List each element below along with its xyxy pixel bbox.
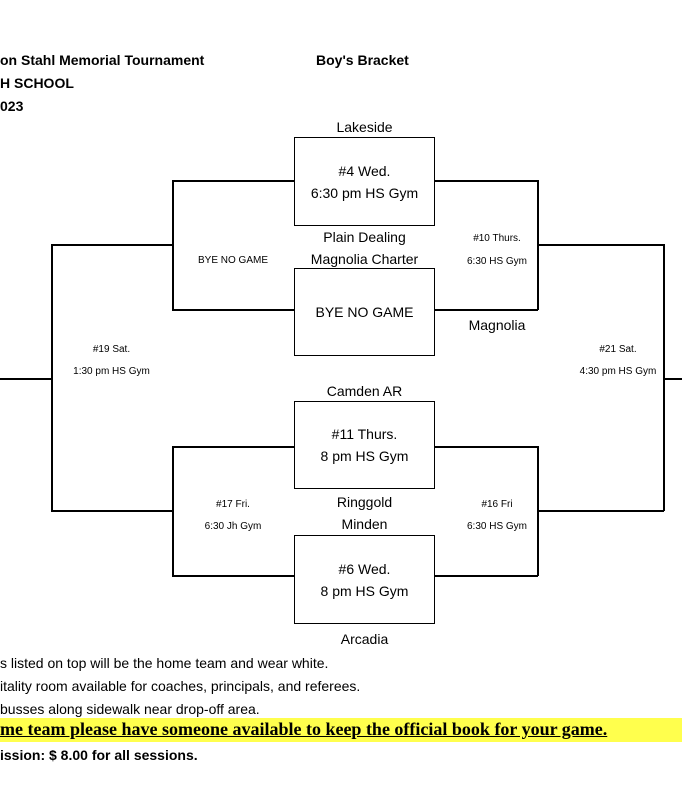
game-16-location: 6:30 HS Gym: [466, 521, 528, 532]
game-19-label: #19 Sat.: [92, 344, 131, 355]
team-camden: Camden AR: [326, 383, 403, 399]
game-6-box: #6 Wed. 8 pm HS Gym: [294, 535, 435, 624]
team-minden: Minden: [341, 516, 388, 532]
tournament-year: 023: [0, 98, 24, 114]
team-arcadia: Arcadia: [340, 631, 389, 647]
game-21-location: 4:30 pm HS Gym: [579, 366, 657, 377]
note-admission: ission: $ 8.00 for all sessions.: [0, 747, 198, 763]
team-magnolia-charter: Magnolia Charter: [310, 251, 419, 267]
note-home-team: s listed on top will be the home team an…: [0, 655, 329, 671]
official-book-note: me team please have someone available to…: [0, 719, 608, 739]
game-10-label: #10 Thurs.: [473, 233, 521, 244]
game-19-location: 1:30 pm HS Gym: [73, 366, 150, 377]
team-magnolia: Magnolia: [468, 317, 526, 333]
note-busses: busses along sidewalk near drop-off area…: [0, 701, 260, 717]
team-plain-dealing: Plain Dealing: [323, 229, 406, 245]
game-17-location: 6:30 Jh Gym: [204, 521, 262, 532]
tournament-title: on Stahl Memorial Tournament: [0, 52, 205, 68]
note-hospitality: itality room available for coaches, prin…: [0, 678, 361, 694]
game-17-label: #17 Fri.: [216, 499, 250, 510]
game-10-location: 6:30 HS Gym: [466, 256, 528, 267]
game-4-box: #4 Wed. 6:30 pm HS Gym: [294, 137, 435, 226]
bye-game-box: BYE NO GAME: [294, 268, 435, 356]
highlight-note: me team please have someone available to…: [0, 718, 682, 742]
bracket-title: Boy's Bracket: [316, 52, 409, 68]
game-21-label: #21 Sat.: [599, 344, 637, 355]
game-16-label: #16 Fri: [481, 499, 513, 510]
school-name: H SCHOOL: [0, 75, 74, 91]
team-lakeside: Lakeside: [336, 119, 393, 135]
bye-left-label: BYE NO GAME: [197, 255, 268, 266]
team-ringgold: Ringgold: [336, 494, 393, 510]
game-11-box: #11 Thurs. 8 pm HS Gym: [294, 401, 435, 489]
